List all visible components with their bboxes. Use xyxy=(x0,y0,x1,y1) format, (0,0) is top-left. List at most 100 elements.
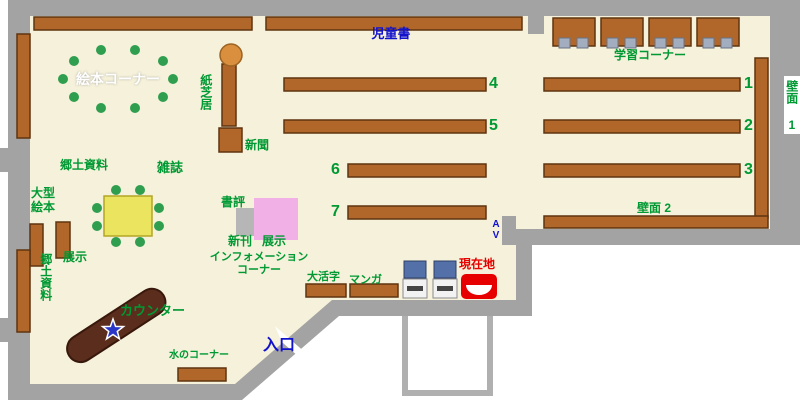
counter-desk xyxy=(66,287,167,364)
chair-dot xyxy=(96,45,106,55)
corridor-line-right xyxy=(487,316,493,396)
shelf-right-wall xyxy=(754,57,769,219)
shelf-number-4: 4 xyxy=(489,75,498,92)
shelf-children-books xyxy=(265,16,523,31)
shelf-row-5 xyxy=(283,119,487,134)
large-picture-books-label: 大型 絵本 xyxy=(31,186,56,214)
magazine-table-group xyxy=(92,185,164,247)
study-desk-chair xyxy=(576,37,589,49)
picture-book-corner-chairs xyxy=(58,45,178,113)
current-location-label: 現在地 xyxy=(459,257,496,271)
chair-dot xyxy=(111,185,121,195)
entrance-label: 入口 xyxy=(263,337,296,354)
terminal-slot xyxy=(407,286,423,291)
opac-terminal xyxy=(402,260,428,299)
picture-book-corner-label: 絵本コーナー xyxy=(76,71,160,87)
wall-stub-top xyxy=(528,0,544,34)
terminal-screen-icon xyxy=(433,260,457,279)
study-desk-chair xyxy=(672,37,685,49)
chair-dot xyxy=(58,74,68,84)
corridor-line-left xyxy=(402,316,408,396)
corridor-line-bottom xyxy=(402,390,493,396)
shelf-large-picture-books xyxy=(29,223,44,267)
chair-dot xyxy=(69,92,79,102)
study-corner-label: 学習コーナー xyxy=(613,48,687,62)
information-label-line1: インフォメーション xyxy=(209,251,309,263)
chair-dot xyxy=(69,56,79,66)
chair-dot xyxy=(135,185,145,195)
shelf-number-7: 7 xyxy=(331,203,340,220)
study-desk-chair xyxy=(624,37,637,49)
local-materials-top-label: 郷土資料 xyxy=(60,158,109,172)
floor xyxy=(30,16,770,384)
shelf-row-4 xyxy=(283,77,487,92)
exhibit-center-label: 展示 xyxy=(262,234,287,248)
shelf-newspaper xyxy=(218,127,243,153)
chair-dot xyxy=(154,203,164,213)
marker-arc-icon xyxy=(466,285,492,295)
chair-dot xyxy=(154,221,164,231)
shelf-left-wall xyxy=(16,33,31,139)
star-icon xyxy=(100,316,126,341)
chair-dot xyxy=(135,237,145,247)
study-desks xyxy=(552,17,740,49)
magazines-label: 雑誌 xyxy=(157,160,184,175)
av-corner-label: AV xyxy=(490,219,502,241)
display-stand-pink xyxy=(254,198,298,240)
chair-dot xyxy=(111,237,121,247)
shelf-wall-2 xyxy=(543,215,769,229)
new-arrivals-label: 新刊 xyxy=(228,234,253,248)
shelf-row-3 xyxy=(543,163,741,178)
chair-dot xyxy=(130,103,140,113)
terminal-screen-icon xyxy=(403,260,427,279)
local-materials-side-label: 郷土資料 xyxy=(38,253,53,301)
shelf-manga xyxy=(349,283,399,298)
wall-1-label: 壁面 1 xyxy=(784,80,799,132)
shelf-top-left xyxy=(33,16,253,31)
chair-dot xyxy=(158,92,168,102)
newspaper-label: 新聞 xyxy=(245,138,270,152)
wall-gap-right xyxy=(784,76,800,134)
shelf-row-7 xyxy=(347,205,487,220)
shelf-number-1: 1 xyxy=(744,75,753,92)
chair-dot xyxy=(92,203,102,213)
wall-tab-left-2 xyxy=(0,318,8,342)
manga-label: マンガ xyxy=(349,274,382,286)
shelf-number-3: 3 xyxy=(744,161,753,178)
shelf-number-5: 5 xyxy=(489,117,498,134)
reading-table xyxy=(103,195,153,237)
chair-dot xyxy=(130,45,140,55)
study-desk-chair xyxy=(702,37,715,49)
study-desk-chair xyxy=(720,37,733,49)
shelf-row-2 xyxy=(543,119,741,134)
children-books-label: 児童書 xyxy=(371,26,411,41)
wall-stub-av xyxy=(502,216,516,245)
shelf-large-print xyxy=(305,283,347,298)
terminal-slot xyxy=(437,286,453,291)
study-desk-chair xyxy=(654,37,667,49)
current-location-marker xyxy=(461,274,497,299)
chair-dot xyxy=(92,221,102,231)
study-desk-chair xyxy=(606,37,619,49)
shelf-local-materials xyxy=(16,249,31,333)
chair-dot xyxy=(158,56,168,66)
shelf-row-1 xyxy=(543,77,741,92)
wall-2-label: 壁面 2 xyxy=(637,201,672,215)
shelf-exhibit xyxy=(55,221,71,259)
kamishibai-stool xyxy=(219,43,243,67)
shelf-number-2: 2 xyxy=(744,117,753,134)
shelf-water-corner xyxy=(177,367,227,382)
water-corner-label: 水のコーナー xyxy=(169,350,229,361)
shelf-kamishibai xyxy=(221,63,237,127)
chair-dot xyxy=(96,103,106,113)
counter-label: カウンター xyxy=(120,303,186,318)
shelf-row-6 xyxy=(347,163,487,178)
exhibit-small-label: 展示 xyxy=(63,250,88,264)
book-review-label: 書評 xyxy=(221,195,246,209)
study-desk-chair xyxy=(558,37,571,49)
chair-dot xyxy=(168,74,178,84)
wall-tab-left-1 xyxy=(0,148,8,172)
opac-terminal xyxy=(432,260,458,299)
